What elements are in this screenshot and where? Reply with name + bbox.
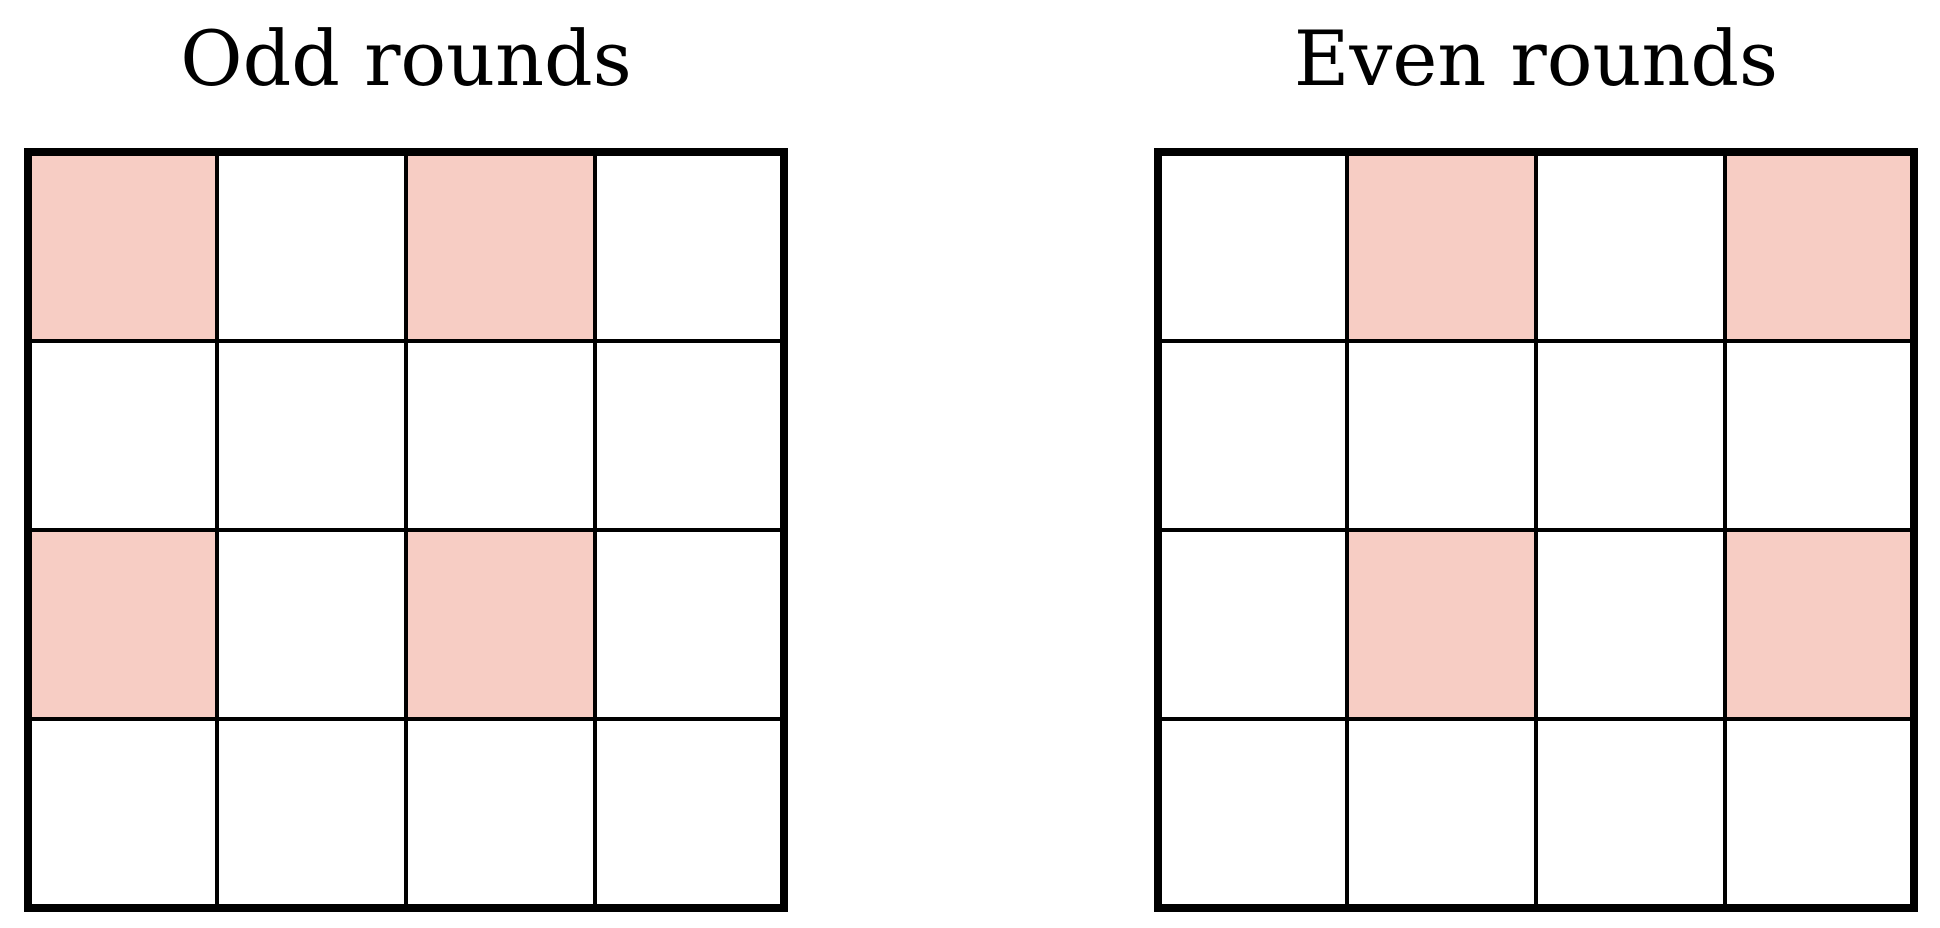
- grid-outer-border: [1154, 148, 1918, 912]
- highlighted-cell-r0-c0: [28, 152, 217, 341]
- highlighted-cell-r2-c0: [28, 530, 217, 719]
- grid-even-rounds: [1154, 148, 1918, 912]
- highlighted-cell-r2-c2: [406, 530, 595, 719]
- highlighted-cell-r2-c1: [1347, 530, 1536, 719]
- highlighted-cell-r0-c3: [1725, 152, 1914, 341]
- grid-odd-rounds: [24, 148, 788, 912]
- highlighted-cell-r0-c1: [1347, 152, 1536, 341]
- grid-outer-border: [24, 148, 788, 912]
- panel-title-odd-rounds: Odd rounds: [180, 14, 632, 103]
- highlighted-cell-r0-c2: [406, 152, 595, 341]
- highlighted-cell-r2-c3: [1725, 530, 1914, 719]
- panel-title-even-rounds: Even rounds: [1293, 14, 1779, 103]
